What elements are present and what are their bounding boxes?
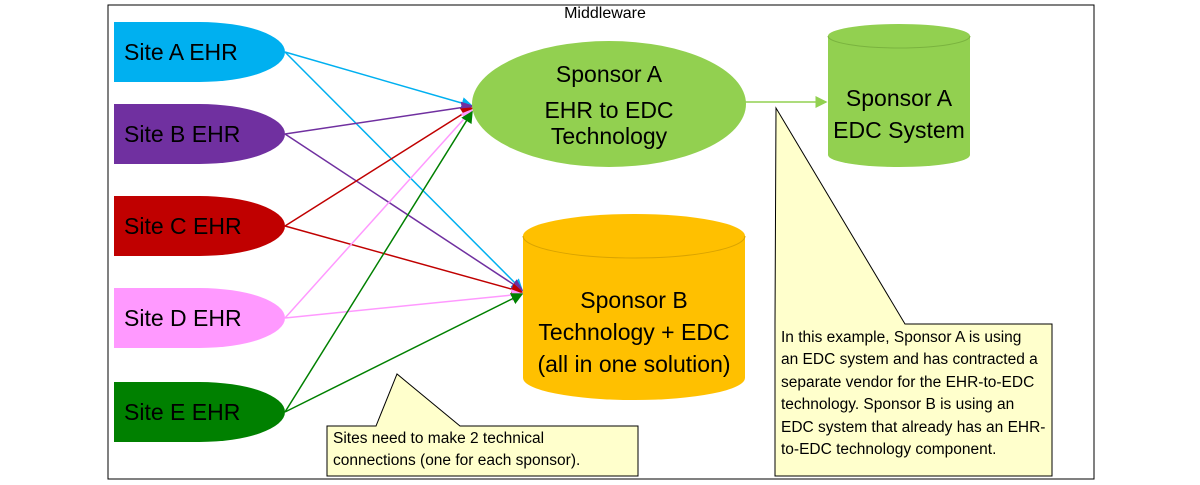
arrow-site-d-to-sponsor-a <box>284 108 474 319</box>
site-c-ehr: Site C EHR <box>114 196 285 256</box>
sponsor-a-tech-text: Sponsor A EHR to EDC Technology <box>500 58 718 153</box>
callout-example-text: In this example, Sponsor A is using an E… <box>781 327 1049 462</box>
site-b-ehr: Site B EHR <box>114 104 285 164</box>
site-c-ehr-label: Site C EHR <box>124 212 242 239</box>
sponsor-b-line2: Technology + EDC <box>538 319 730 346</box>
sponsor-a-tech-shape <box>472 41 746 167</box>
callout-example-line2: an EDC system and has contracted a <box>781 351 1038 369</box>
arrow-site-d-to-sponsor-b <box>284 289 524 319</box>
site-e-ehr-label: Site E EHR <box>124 398 241 425</box>
arrow-site-c-to-sponsor-b <box>284 225 524 295</box>
site-e-ehr: Site E EHR <box>114 382 285 442</box>
sponsor-b-text: Sponsor B Technology + EDC (all in one s… <box>523 284 745 381</box>
callout-example-line5: EDC system that already has an EHR- <box>781 418 1046 436</box>
site-a-ehr-label: Site A EHR <box>124 38 238 65</box>
callout-example-line1: In this example, Sponsor A is using <box>781 329 1022 346</box>
sponsor-a-edc-text: Sponsor A EDC System <box>828 82 970 146</box>
callout-sites-text: Sites need to make 2 technical connectio… <box>333 428 635 473</box>
sponsor-a-tech-line2: EHR to EDC <box>544 97 674 124</box>
callout-example-shape <box>774 106 1053 477</box>
callout-sites-line2: connections (one for each sponsor). <box>333 452 581 470</box>
sponsor-a-tech-line3: Technology <box>550 123 668 150</box>
sponsor-a-edc-line2: EDC System <box>833 117 965 144</box>
arrow-site-e-to-sponsor-a <box>284 110 473 413</box>
sponsor-b-line3: (all in one solution) <box>537 351 731 378</box>
site-d-ehr: Site D EHR <box>114 288 285 348</box>
sponsor-a-tech-line1: Sponsor A <box>555 61 663 87</box>
arrow-site-a-to-sponsor-a <box>284 51 474 109</box>
sponsor-a-edc-shape <box>827 24 971 167</box>
callout-sites-shape <box>326 373 639 477</box>
arrow-site-e-to-sponsor-b <box>284 293 524 413</box>
callout-example-line4: technology. Sponsor B is using an <box>781 396 1015 414</box>
callout-example-line3: separate vendor for the EHR-to-EDC <box>781 373 1035 391</box>
callout-example-line6: to-EDC technology component. <box>781 441 997 459</box>
arrow-site-b-to-sponsor-b <box>284 133 524 291</box>
site-d-ehr-label: Site D EHR <box>124 304 242 331</box>
arrow-site-a-to-sponsor-b <box>284 51 524 292</box>
middleware-frame <box>107 4 1095 480</box>
sponsor-b-line1: Sponsor B <box>580 287 688 313</box>
sponsor-a-edc-line1: Sponsor A <box>845 85 953 111</box>
callout-sites-line1: Sites need to make 2 technical <box>333 430 545 447</box>
arrow-site-b-to-sponsor-a <box>284 101 474 135</box>
arrow-site-c-to-sponsor-a <box>284 107 474 227</box>
sponsor-b-shape <box>522 214 746 400</box>
site-a-ehr: Site A EHR <box>114 22 285 82</box>
connectors <box>284 51 828 413</box>
middleware-label: Middleware <box>564 5 646 22</box>
site-b-ehr-label: Site B EHR <box>124 120 241 147</box>
